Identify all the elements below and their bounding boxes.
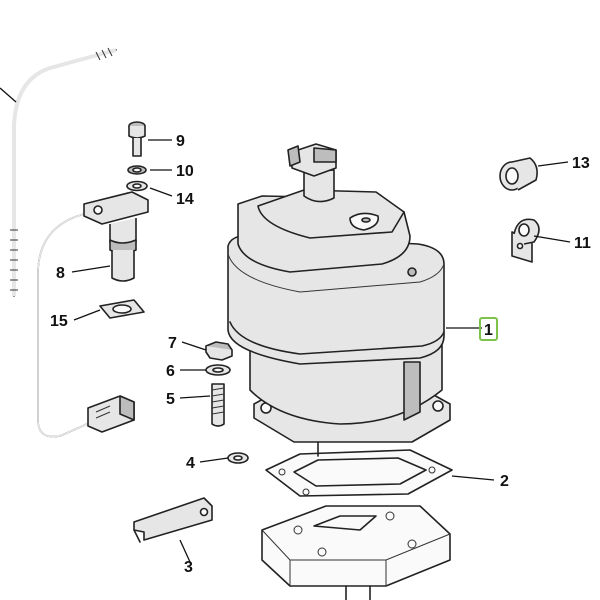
connector-plug xyxy=(87,395,135,433)
housing-part-1 xyxy=(227,143,451,457)
bolt-part-9 xyxy=(128,121,146,157)
callout-9[interactable]: 9 xyxy=(176,133,185,150)
washer-part-14 xyxy=(126,180,148,192)
callout-1-highlight[interactable] xyxy=(479,317,498,341)
fitting-part-13 xyxy=(499,157,538,191)
stud-part-5 xyxy=(211,383,225,427)
callout-3[interactable]: 3 xyxy=(184,559,193,576)
callout-11[interactable]: 11 xyxy=(574,235,591,252)
callout-6[interactable]: 6 xyxy=(166,363,175,380)
callout-15[interactable]: 15 xyxy=(50,313,68,330)
washer-part-10 xyxy=(127,165,147,175)
callout-4[interactable]: 4 xyxy=(186,455,195,472)
bracket-part-3 xyxy=(133,497,213,543)
bent-rod xyxy=(0,47,117,297)
callout-8[interactable]: 8 xyxy=(56,265,65,282)
leader-lines xyxy=(71,139,571,563)
gasket-part-15 xyxy=(99,299,145,319)
callout-1[interactable]: 1 xyxy=(484,322,493,339)
callout-10[interactable]: 10 xyxy=(176,163,194,180)
washer-part-6 xyxy=(205,364,231,376)
washer-part-4 xyxy=(227,452,249,464)
sensor-part-8 xyxy=(83,191,149,282)
gasket-part-2 xyxy=(265,449,453,497)
base-plate xyxy=(261,505,451,600)
callout-13[interactable]: 13 xyxy=(572,155,590,172)
callout-5[interactable]: 5 xyxy=(166,391,175,408)
callout-14[interactable]: 14 xyxy=(176,191,194,208)
nut-part-7 xyxy=(205,341,233,361)
callout-2[interactable]: 2 xyxy=(500,473,509,490)
clip-part-11 xyxy=(511,218,540,263)
callout-7[interactable]: 7 xyxy=(168,335,177,352)
